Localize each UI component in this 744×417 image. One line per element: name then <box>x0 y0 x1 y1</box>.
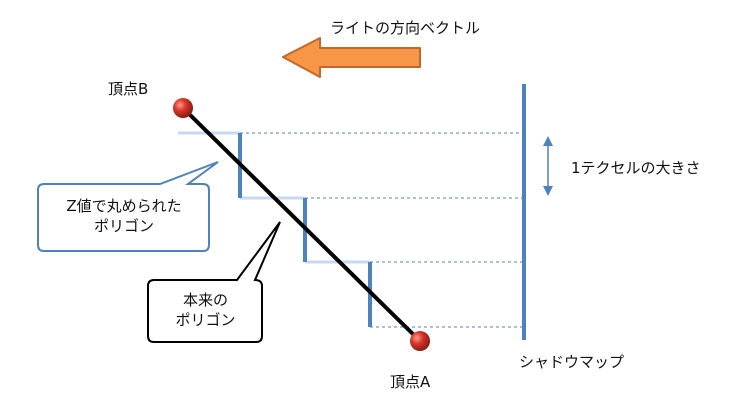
original-polygon-line <box>181 106 422 343</box>
callout-rounded-line2: ポリゴン <box>93 217 154 235</box>
texel-size-label: 1テクセルの大きさ <box>571 159 701 177</box>
callout-original-line1: 本来の <box>182 291 228 309</box>
vertex-a-point <box>410 331 430 351</box>
vertex-a-label: 頂点A <box>390 373 431 391</box>
callout-original-line2: ポリゴン <box>175 311 236 329</box>
light-direction-label: ライトの方向ベクトル <box>330 19 481 37</box>
shadow-map-label: シャドウマップ <box>519 353 625 371</box>
light-direction-arrow <box>282 37 421 78</box>
texel-projection-lines <box>240 132 524 328</box>
vertex-b-label: 頂点B <box>108 80 149 98</box>
callout-rounded-text: Z値で丸められた ポリゴン <box>40 196 208 236</box>
callout-original-text: 本来の ポリゴン <box>150 290 261 330</box>
callout-rounded-line1: Z値で丸められた <box>66 197 182 215</box>
vertex-b-point <box>173 98 193 118</box>
callout-original-polygon <box>147 221 281 343</box>
texel-size-arrow <box>543 136 553 196</box>
callout-rounded-polygon <box>37 161 219 252</box>
